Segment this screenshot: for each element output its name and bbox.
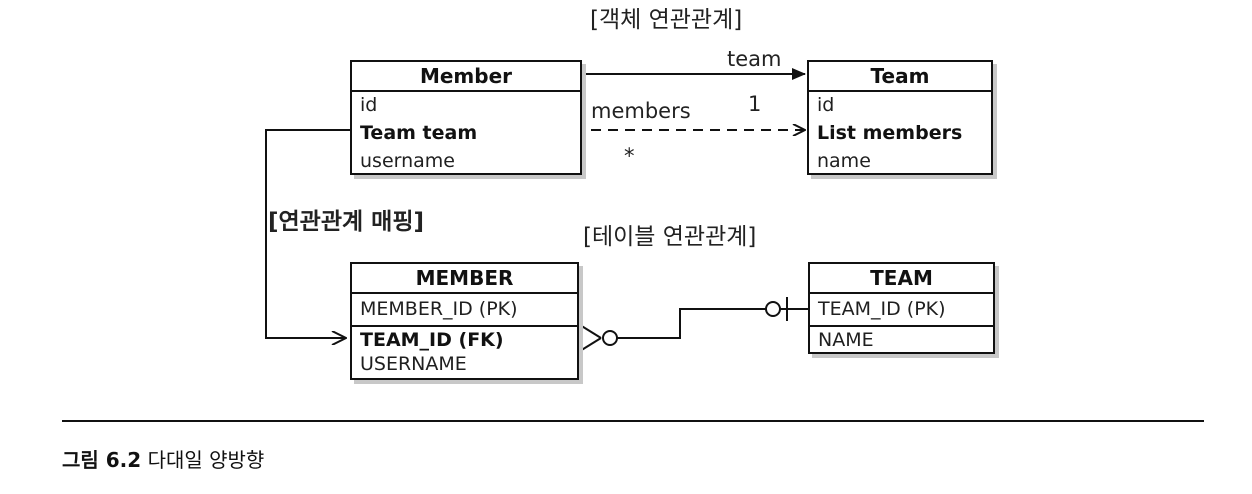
team-column-team-id: TEAM_ID (PK) bbox=[810, 294, 993, 327]
team-entity: Team id List members name bbox=[807, 60, 993, 175]
team-table: TEAM TEAM_ID (PK) NAME bbox=[808, 262, 995, 354]
team-entity-title: Team bbox=[809, 62, 991, 92]
team-field-id: id bbox=[817, 94, 835, 116]
member-column-member-id: MEMBER_ID (PK) bbox=[352, 294, 577, 327]
member-column-username: USERNAME bbox=[360, 353, 467, 375]
members-field-label: members bbox=[591, 99, 691, 123]
member-field-username: username bbox=[360, 150, 455, 172]
multiplicity-many: * bbox=[624, 144, 635, 168]
mapping-label: [연관관계 매핑] bbox=[268, 209, 424, 235]
team-field-name: name bbox=[817, 150, 871, 172]
member-field-id: id bbox=[360, 94, 378, 116]
figure-caption-text: 다대일 양방향 bbox=[147, 448, 265, 472]
multiplicity-one: 1 bbox=[748, 92, 762, 116]
figure-caption: 그림 6.2 다대일 양방향 bbox=[62, 444, 264, 473]
team-field-members: List members bbox=[817, 122, 963, 144]
member-column-team-id: TEAM_ID (FK) bbox=[360, 329, 504, 351]
caption-divider bbox=[62, 420, 1204, 422]
member-entity-title: Member bbox=[352, 62, 580, 92]
object-relation-label: [객체 연관관계] bbox=[590, 7, 743, 33]
zero-or-one-icon bbox=[765, 297, 808, 321]
member-table: MEMBER MEMBER_ID (PK) TEAM_ID (FK) USERN… bbox=[350, 262, 579, 380]
mapping-connector bbox=[265, 129, 350, 338]
team-table-title: TEAM bbox=[810, 264, 993, 294]
figure-number: 그림 6.2 bbox=[62, 448, 142, 472]
table-relation-label: [테이블 연관관계] bbox=[583, 224, 757, 250]
member-entity: Member id Team team username bbox=[350, 60, 582, 175]
erd-relationship-line bbox=[617, 308, 766, 339]
team-column-name: NAME bbox=[818, 329, 874, 351]
many-crowsfoot-icon bbox=[579, 324, 618, 352]
team-field-label: team bbox=[727, 47, 782, 71]
member-table-title: MEMBER bbox=[352, 264, 577, 294]
member-field-team: Team team bbox=[360, 122, 478, 144]
